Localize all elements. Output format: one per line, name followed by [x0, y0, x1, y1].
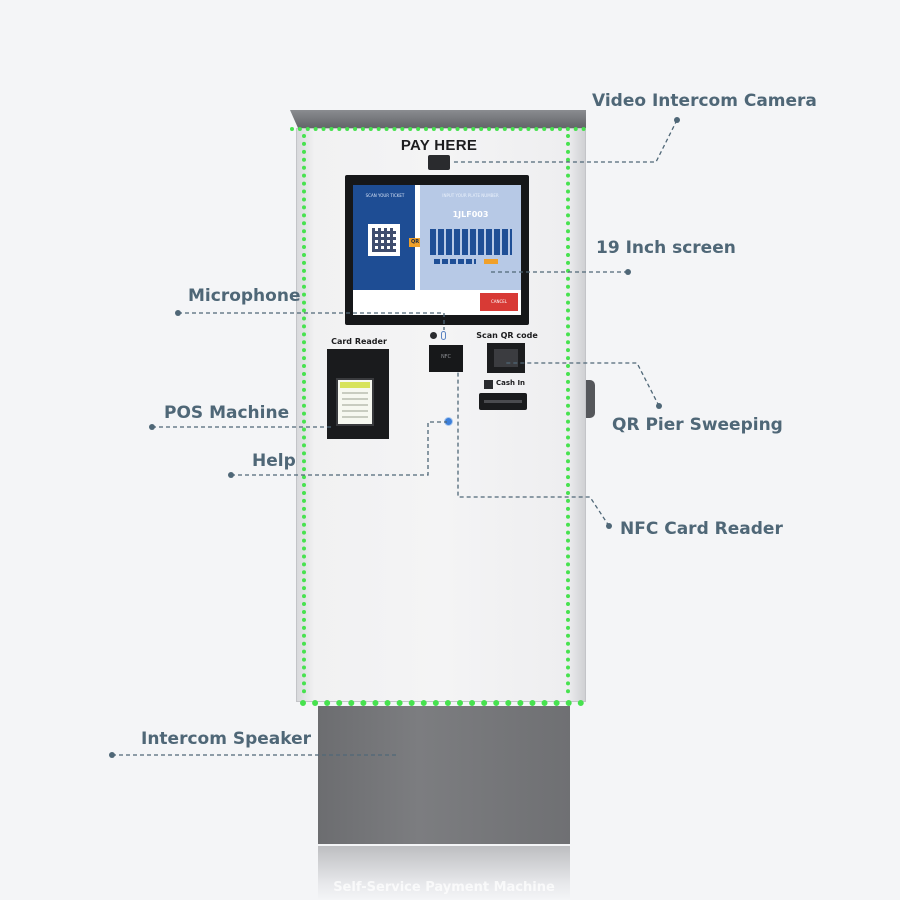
dot-video-camera: [674, 117, 680, 123]
label-pos-machine: POS Machine: [164, 403, 290, 423]
scan-ticket-title: SCAN YOUR TICKET: [365, 193, 405, 198]
led-strip-top: [290, 127, 586, 131]
keyboard-enter-key[interactable]: [484, 259, 498, 264]
on-screen-keyboard[interactable]: [430, 229, 512, 255]
cash-slot-opening: [484, 400, 522, 403]
led-strip-bottom: [300, 700, 584, 706]
label-qr-pier-sweeping: QR Pier Sweeping: [612, 415, 783, 435]
pay-here-header: PAY HERE: [400, 137, 478, 154]
leader-nfc: [457, 370, 610, 527]
nfc-label: NFC: [440, 354, 452, 360]
nfc-reader[interactable]: NFC: [429, 345, 463, 372]
pedestal-intercom-speaker: [318, 706, 570, 844]
cash-slot[interactable]: [479, 393, 527, 410]
pos-screen: [336, 378, 374, 426]
leader-video-camera: [452, 119, 678, 163]
label-video-intercom-camera: Video Intercom Camera: [592, 91, 817, 111]
cash-icon: [484, 380, 493, 389]
label-nfc-card-reader: NFC Card Reader: [620, 519, 783, 539]
dot-help: [228, 472, 234, 478]
floor-reflection: [318, 846, 570, 900]
qr-scanner[interactable]: [487, 343, 525, 373]
dot-pos-machine: [149, 424, 155, 430]
led-strip-left: [302, 134, 306, 694]
leader-help: [231, 421, 447, 476]
qr-scanner-window: [494, 349, 518, 367]
kiosk-top-cap: [290, 110, 586, 130]
qr-badge: QR: [409, 238, 421, 247]
leader-qr-pier: [506, 362, 660, 407]
side-lock-handle: [586, 380, 595, 418]
camera-icon: [428, 155, 450, 170]
led-strip-right: [566, 134, 570, 694]
cash-in-label: Cash In: [496, 379, 526, 387]
microphone-icon: [441, 331, 446, 340]
pos-screen-header: [340, 382, 370, 388]
speaker-hole-icon: [430, 332, 437, 339]
plate-number-value: 1JLF003: [452, 210, 489, 219]
dot-qr-pier: [656, 403, 662, 409]
plate-input-panel: INPUT YOUR PLATE NUMBER 1JLF003: [420, 185, 521, 290]
scan-ticket-panel[interactable]: SCAN YOUR TICKET: [353, 185, 415, 290]
qr-code-icon: [368, 224, 400, 256]
pos-screen-lines: [342, 392, 368, 418]
leader-microphone: [178, 312, 445, 330]
scan-qr-label: Scan QR code: [476, 331, 538, 340]
plate-input-title: INPUT YOUR PLATE NUMBER: [442, 193, 499, 198]
kiosk-screen: SCAN YOUR TICKET QR INPUT YOUR PLATE NUM…: [353, 185, 521, 315]
cancel-button[interactable]: CANCEL: [480, 293, 518, 311]
keyboard-bottom-row[interactable]: [434, 259, 476, 264]
dot-intercom-speaker: [109, 752, 115, 758]
label-intercom-speaker: Intercom Speaker: [141, 729, 312, 749]
dot-19-inch-screen: [625, 269, 631, 275]
label-help: Help: [252, 451, 296, 471]
label-19-inch-screen: 19 Inch screen: [596, 238, 736, 258]
dot-nfc: [606, 523, 612, 529]
card-reader-label: Card Reader: [331, 337, 387, 346]
label-microphone: Microphone: [188, 286, 301, 306]
dot-microphone: [175, 310, 181, 316]
reflection-text: Self-Service Payment Machine: [333, 880, 555, 895]
